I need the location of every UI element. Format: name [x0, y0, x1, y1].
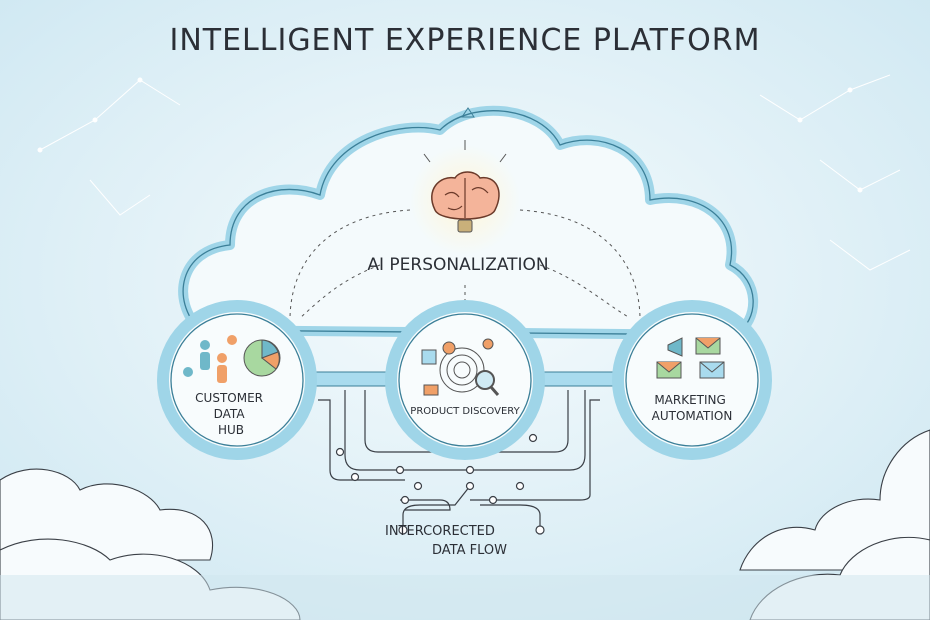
core-label: AI PERSONALIZATION: [367, 255, 548, 275]
node-customer-data-hub: CUSTOMER DATA HUB: [157, 300, 317, 460]
people-chart-icon: [183, 335, 281, 383]
constellations: [37, 74, 911, 271]
arrow-up-icon: [461, 107, 475, 118]
node-marketing-automation: MARKETING AUTOMATION: [612, 300, 772, 460]
node-label: CUSTOMER DATA HUB: [195, 391, 267, 437]
page-title: INTELLIGENT EXPERIENCE PLATFORM: [169, 23, 760, 58]
node-product-discovery: PRODUCT DISCOVERY: [385, 300, 545, 460]
envelope-megaphone-icon: [656, 337, 725, 379]
magnifier-swirl-icon: [421, 338, 500, 396]
glow-rays: [423, 140, 507, 163]
node-label: MARKETING AUTOMATION: [652, 393, 733, 423]
brain-icon: [431, 171, 500, 233]
dashed-connectors: [289, 209, 641, 321]
flow-label: INTERCORECTED DATA FLOW: [385, 524, 507, 558]
data-flow-lines: [318, 390, 600, 535]
node-label: PRODUCT DISCOVERY: [410, 406, 520, 417]
